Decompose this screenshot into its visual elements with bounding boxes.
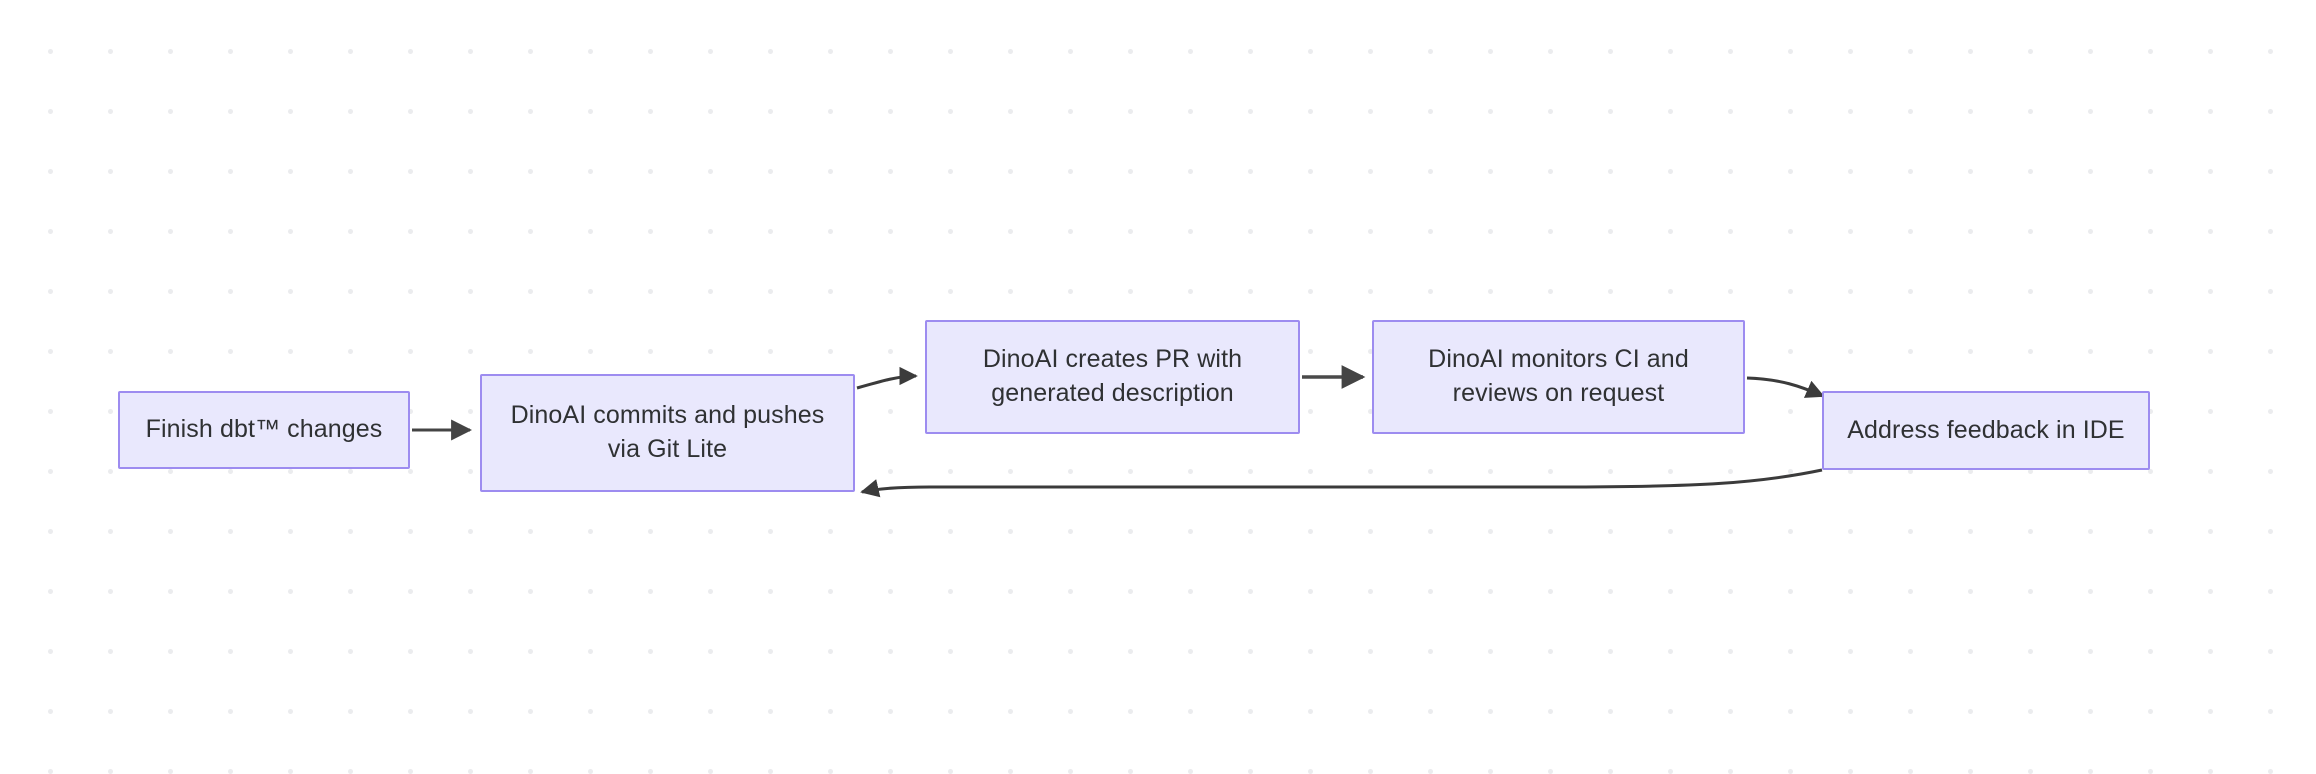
node-address-feedback-in-ide[interactable]: Address feedback in IDE <box>1822 391 2150 470</box>
edge-monitors-ci-to-address-feedback <box>1746 376 1825 398</box>
edge-address-feedback-to-commits <box>860 468 1823 498</box>
node-dinoai-creates-pr[interactable]: DinoAI creates PR with generated descrip… <box>925 320 1300 434</box>
node-finish-dbt-changes[interactable]: Finish dbt™ changes <box>118 391 410 469</box>
node-label: DinoAI commits and pushes via Git Lite <box>510 401 825 463</box>
node-label: DinoAI monitors CI and reviews on reques… <box>1428 345 1689 407</box>
node-label: Finish dbt™ changes <box>145 415 383 444</box>
node-label: Address feedback in IDE <box>1847 415 2125 444</box>
node-dinoai-monitors-ci[interactable]: DinoAI monitors CI and reviews on reques… <box>1372 320 1745 434</box>
node-dinoai-commits-pushes[interactable]: DinoAI commits and pushes via Git Lite <box>480 374 855 492</box>
edge-commits-to-creates-pr <box>856 366 918 390</box>
node-label: DinoAI creates PR with generated descrip… <box>982 345 1243 407</box>
